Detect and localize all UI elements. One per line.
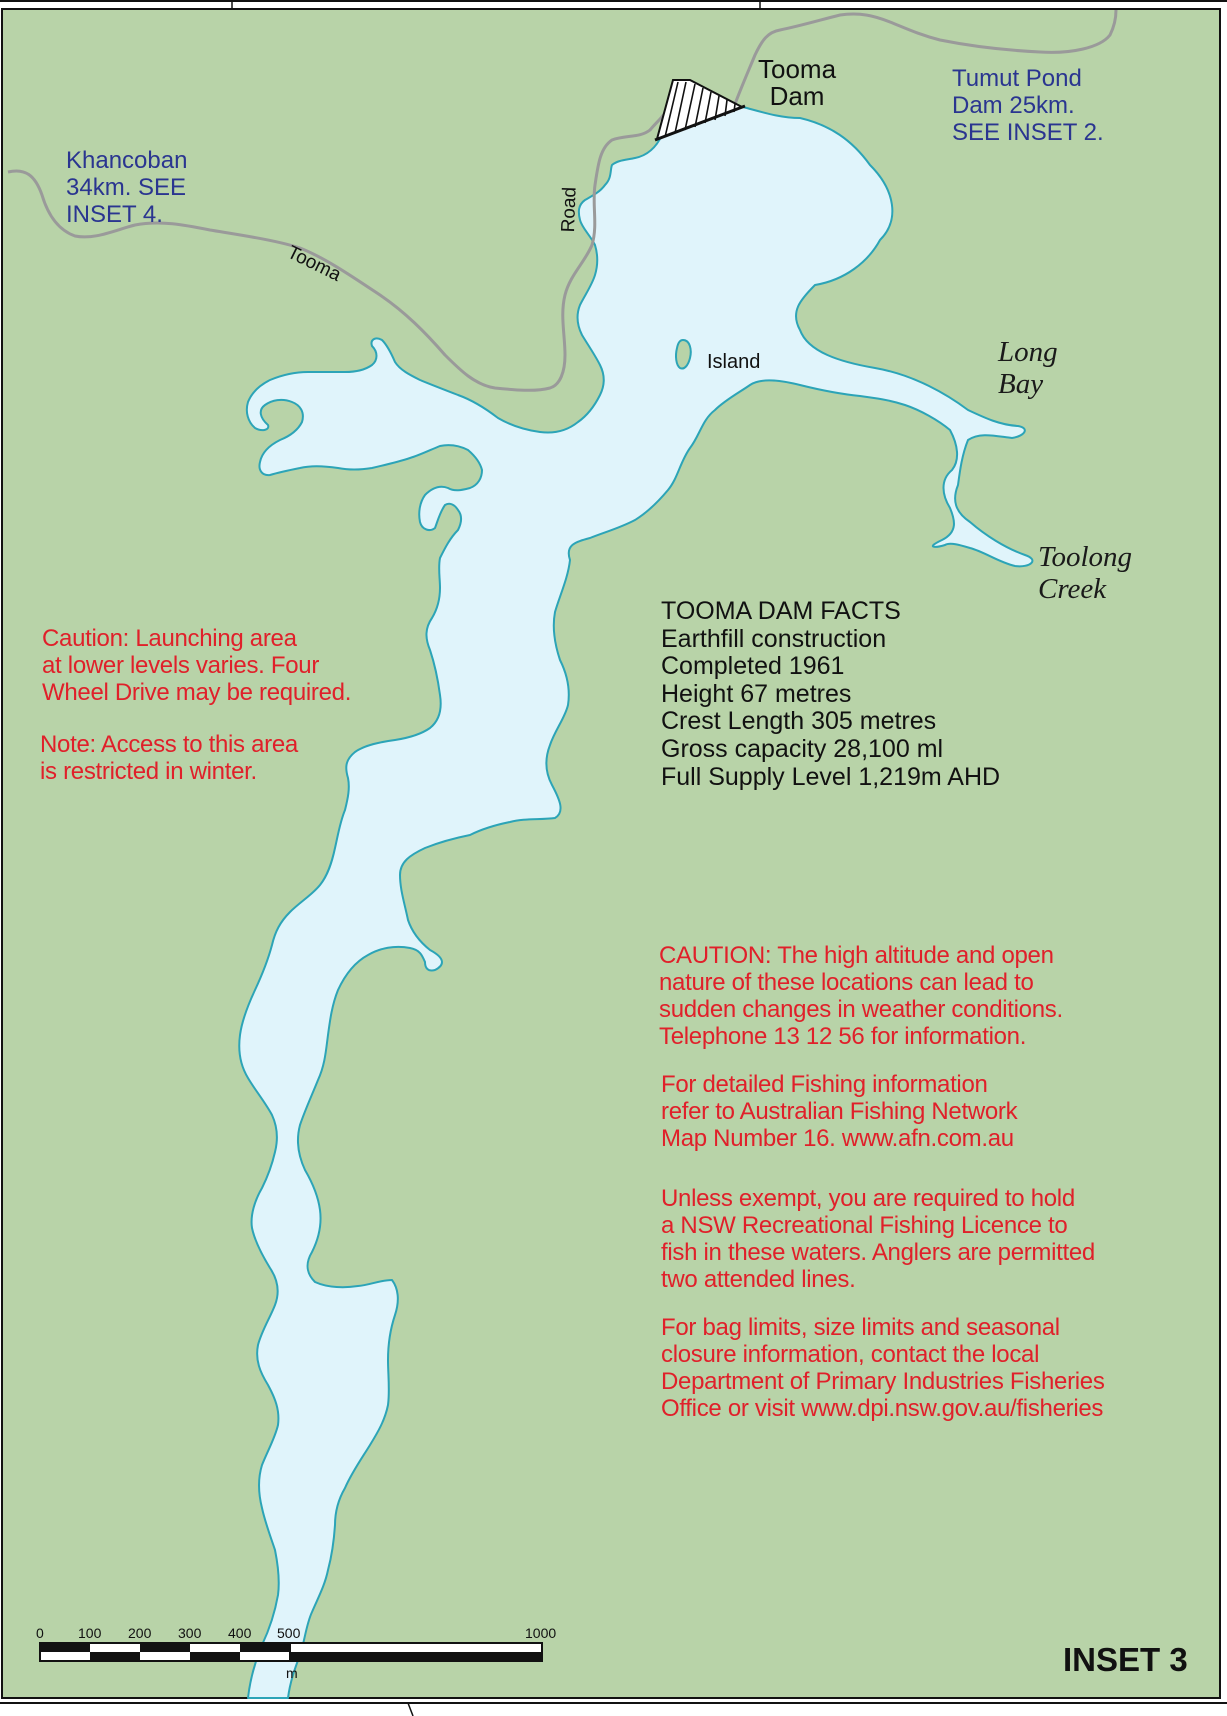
tooma-reservoir [238, 106, 1034, 1699]
dam-facts: TOOMA DAM FACTS Earthfill construction C… [661, 597, 1111, 791]
toolong-creek-label: Toolong Creek [1038, 541, 1133, 605]
scale-unit: m [286, 1665, 298, 1681]
facts-line: Height 67 metres [661, 679, 852, 708]
scale-tick: 0 [36, 1625, 44, 1641]
scale-tick: 300 [178, 1625, 202, 1641]
scale-tick: 1000 [525, 1625, 557, 1641]
island-label: Island [707, 351, 761, 373]
weather-caution-note: CAUTION: The high altitude and open natu… [659, 942, 1063, 1050]
facts-line: Completed 1961 [661, 652, 845, 681]
licence-note: Unless exempt, you are required to hold … [661, 1185, 1095, 1293]
dam-wall [654, 79, 746, 142]
dam-label: Tooma Dam [758, 54, 837, 111]
khancoban-label: Khancoban 34km. SEE INSET 4. [66, 147, 188, 228]
launch-caution-note: Caution: Launching area at lower levels … [42, 625, 352, 706]
long-bay-label: Long Bay [998, 336, 1058, 400]
tooma-road [7, 94, 674, 392]
scale-tick: 200 [128, 1625, 152, 1641]
facts-line: Full Supply Level 1,219m AHD [661, 762, 1001, 791]
facts-line: Gross capacity 28,100 ml [661, 734, 944, 763]
scale-tick: 100 [78, 1625, 102, 1641]
scale-tick: 500 [277, 1625, 301, 1641]
inset-label: INSET 3 [1063, 1641, 1188, 1678]
road-label-road: Road [558, 186, 581, 233]
winter-access-note: Note: Access to this area is restricted … [40, 731, 298, 785]
tumut-label: Tumut Pond Dam 25km. SEE INSET 2. [952, 65, 1104, 146]
island-shape [675, 338, 692, 370]
facts-line: Crest Length 305 metres [661, 707, 937, 736]
bag-limits-note: For bag limits, size limits and seasonal… [661, 1314, 1105, 1422]
facts-title: TOOMA DAM FACTS [661, 597, 901, 625]
fishing-info-note: For detailed Fishing information refer t… [661, 1071, 1018, 1152]
scale-tick: 400 [228, 1625, 252, 1641]
tumut-road [730, 9, 1118, 113]
scale-bar [39, 1642, 543, 1662]
facts-line: Earthfill construction [661, 624, 887, 653]
